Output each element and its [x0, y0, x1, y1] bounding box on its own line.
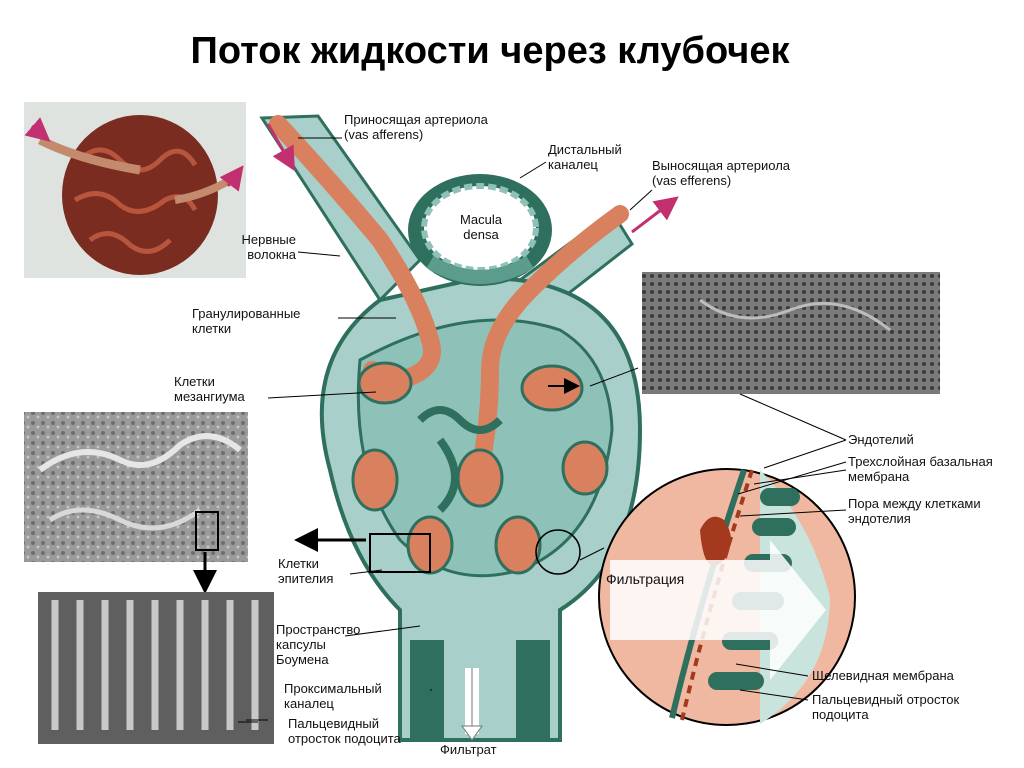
label-epithelial-cells: Клетки эпителия — [278, 556, 333, 586]
filtration-detail-circle — [579, 468, 856, 726]
label-granular-cells-line2: клетки — [192, 321, 232, 336]
label-macula-densa: Macula densa — [452, 212, 510, 242]
foot-process-photo — [38, 592, 274, 744]
label-filtrate: Фильтрат — [440, 742, 497, 757]
label-granular-cells: Гранулированные клетки — [192, 306, 300, 336]
label-proximal-tubule-line2: каналец — [284, 696, 334, 711]
label-macula-densa-line1: Macula — [460, 212, 502, 227]
leader-lines — [238, 137, 847, 723]
label-mesangial-cells-line2: мезангиума — [174, 389, 245, 404]
label-bowman-space-line1: Пространство — [276, 622, 361, 637]
label-epithelial-cells-line2: эпителия — [278, 571, 334, 586]
label-filtration: Фильтрация — [606, 571, 685, 587]
label-bowman-space: Пространство капсулы Боумена — [276, 622, 360, 667]
label-basal-membrane-line2: мембрана — [848, 469, 910, 484]
label-macula-densa-line2: densa — [463, 227, 499, 242]
label-proximal-tubule: Проксимальный каналец — [284, 681, 382, 711]
label-bowman-space-line3: Боумена — [276, 652, 329, 667]
label-distal-tubule: Дистальный каналец — [548, 142, 622, 172]
label-podocyte-process-right: Пальцевидный отросток подоцита — [812, 692, 959, 722]
label-mesangial-cells: Клетки мезангиума — [174, 374, 245, 404]
label-vas-afferens-line2: (vas afferens) — [344, 127, 424, 142]
label-bowman-space-line2: капсулы — [276, 637, 326, 652]
label-nerve-fibers-line2: волокна — [247, 247, 296, 262]
label-endothelial-pore-line2: эндотелия — [848, 511, 911, 526]
label-endothelial-pore-line1: Пора между клетками — [848, 496, 981, 511]
label-distal-tubule-line2: каналец — [548, 157, 598, 172]
label-epithelial-cells-line1: Клетки — [278, 556, 319, 571]
label-basal-membrane: Трехслойная базальная мембрана — [848, 454, 993, 484]
label-podocyte-process-right-line2: подоцита — [812, 707, 869, 722]
label-slit-membrane: Щелевидная мембрана — [812, 668, 954, 683]
label-podocyte-process-left: Пальцевидный отросток подоцита — [288, 716, 401, 746]
label-distal-tubule-line1: Дистальный — [548, 142, 622, 157]
endothelium-photo — [642, 272, 940, 394]
label-nerve-fibers: Нервные волокна — [212, 232, 296, 262]
podocyte-photo — [24, 412, 248, 594]
label-basal-membrane-line1: Трехслойная базальная — [848, 454, 993, 469]
label-endothelium: Эндотелий — [848, 432, 914, 447]
label-granular-cells-line1: Гранулированные — [192, 306, 301, 321]
label-mesangial-cells-line1: Клетки — [174, 374, 215, 389]
label-vas-efferens: Выносящая артериола (vas efferens) — [652, 158, 790, 188]
label-vas-efferens-line2: (vas efferens) — [652, 173, 732, 188]
label-vas-afferens: Приносящая артериола (vas afferens) — [344, 112, 488, 142]
label-proximal-tubule-line1: Проксимальный — [284, 681, 382, 696]
label-podocyte-process-right-line1: Пальцевидный отросток — [812, 692, 960, 707]
label-endothelial-pore: Пора между клетками эндотелия — [848, 496, 981, 526]
label-vas-efferens-line1: Выносящая артериола — [652, 158, 791, 173]
glomerulus-photo — [24, 102, 246, 278]
label-vas-afferens-line1: Приносящая артериола — [344, 112, 488, 127]
slide-title: Поток жидкости через клубочек — [190, 30, 790, 72]
bowman-capsule — [259, 114, 679, 742]
label-nerve-fibers-line1: Нервные — [241, 232, 296, 247]
label-podocyte-process-left-line2: отросток подоцита — [288, 731, 401, 746]
label-podocyte-process-left-line1: Пальцевидный — [288, 716, 379, 731]
